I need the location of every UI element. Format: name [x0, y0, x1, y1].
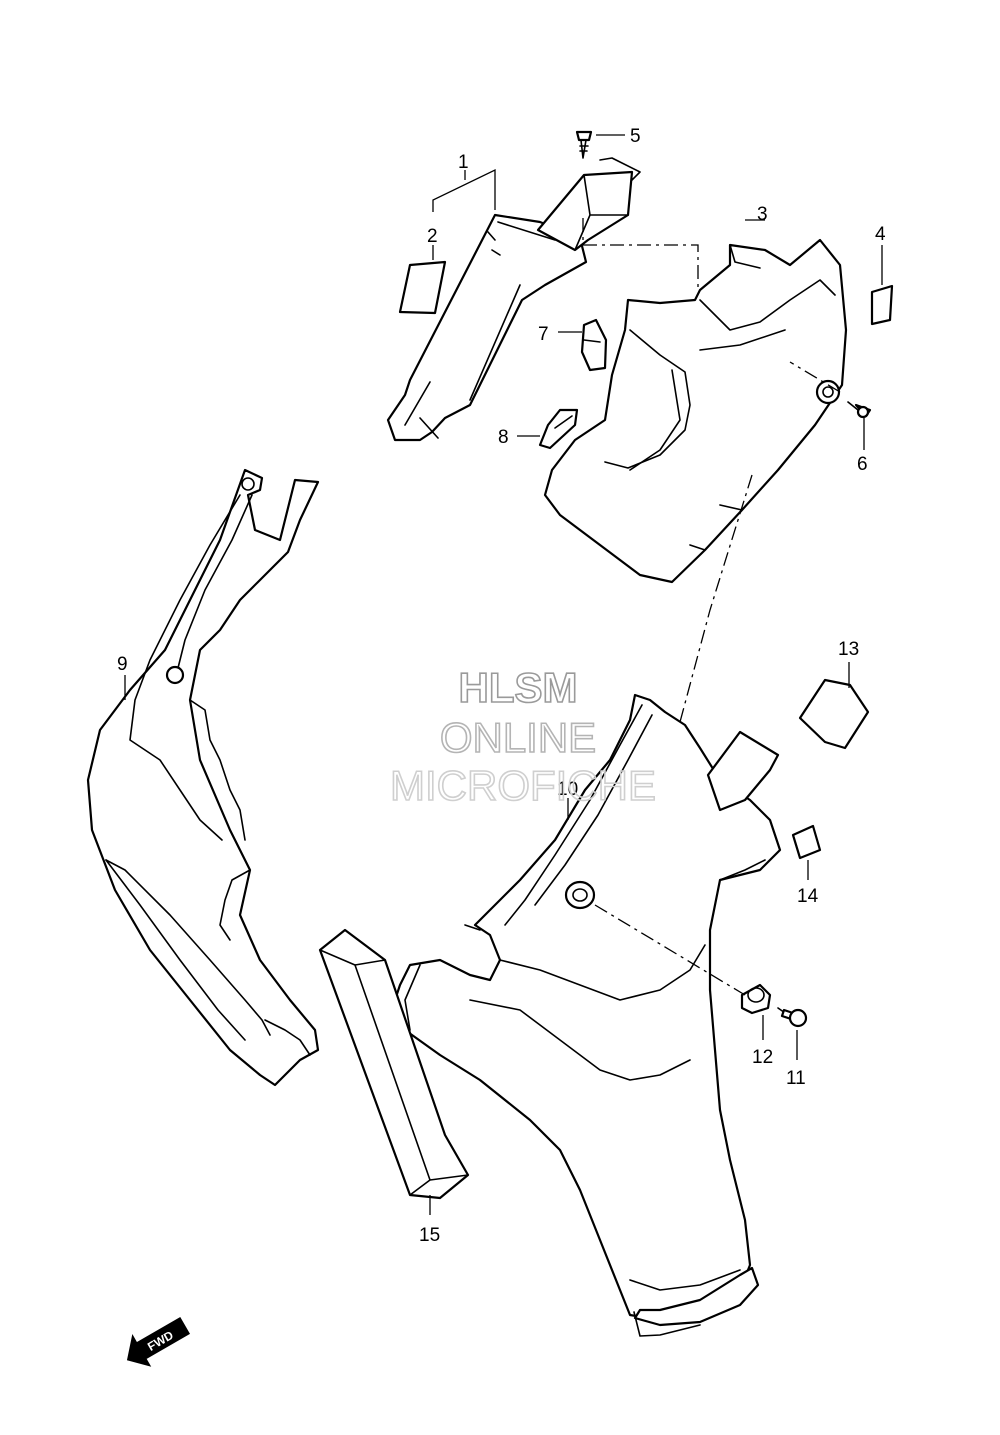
part-14-cushion: [791, 824, 822, 860]
part-2-label-plate: [398, 260, 447, 315]
part-1-upper-bracket: [386, 157, 641, 442]
callout-4: 4: [875, 224, 886, 245]
watermark-line-2: ONLINE: [440, 714, 596, 761]
callout-labels: 1 2 3 4 5 6 7 8 9 10 11 12 13 14 15: [117, 126, 886, 1246]
part-3-upper-cover: [543, 238, 848, 584]
forward-direction-arrow: FWD: [126, 1317, 191, 1367]
callout-12: 12: [752, 1047, 773, 1068]
alignment-lines: [582, 218, 841, 996]
part-13-pad: [798, 678, 870, 750]
callout-8: 8: [498, 427, 509, 448]
callout-13: 13: [838, 639, 859, 660]
callout-5: 5: [630, 126, 641, 147]
part-4-plate: [870, 284, 894, 326]
part-15-foam-strip: [318, 928, 470, 1200]
callout-11: 11: [786, 1068, 806, 1089]
part-6-screw: [847, 401, 872, 419]
callout-15: 15: [419, 1225, 440, 1246]
part-9-left-cover: [86, 468, 320, 1087]
watermark: HLSM ONLINE MICROFICHE: [389, 663, 657, 810]
watermark-line-3: MICROFICHE: [390, 762, 656, 809]
part-8-clip: [538, 408, 579, 450]
leader-lines: [124, 134, 883, 1215]
watermark-line-1: HLSM: [459, 664, 578, 711]
callout-6: 6: [857, 454, 868, 475]
part-10-lower-panel: [388, 693, 782, 1337]
part-7-clip: [580, 318, 608, 372]
callout-14: 14: [797, 886, 819, 907]
callout-9: 9: [117, 654, 128, 675]
part-12-grommet: [740, 983, 772, 1015]
callout-7: 7: [538, 324, 549, 345]
callout-10: 10: [557, 779, 578, 800]
callout-1: 1: [458, 152, 469, 173]
callout-2: 2: [427, 226, 438, 247]
arrow-shape-icon: [126, 1317, 191, 1367]
part-5-screw: [575, 130, 593, 159]
part-11-screw: [777, 1007, 808, 1028]
callout-3: 3: [757, 204, 768, 225]
